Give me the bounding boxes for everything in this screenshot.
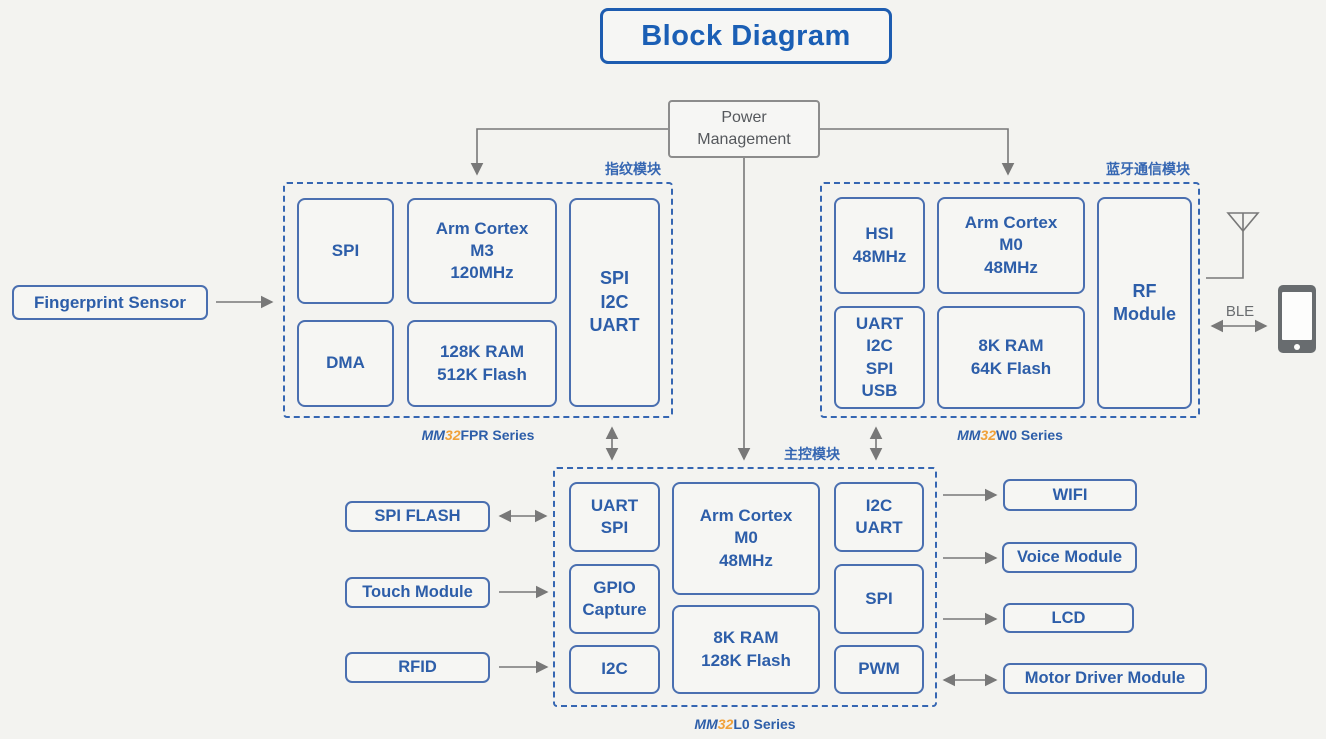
box-l0-memory: 8K RAM 128K Flash: [672, 605, 820, 694]
box-l0-gpio-capture: GPIO Capture: [569, 564, 660, 634]
ble-label: BLE: [1225, 303, 1255, 320]
touch-module-box: Touch Module: [345, 577, 490, 608]
module-tag-bluetooth: 蓝牙通信模块: [1106, 161, 1190, 177]
box-fpr-spi: SPI: [297, 198, 394, 304]
series-label-main-control: MM32L0 Series: [694, 716, 796, 732]
box-w0-hsi: HSI 48MHz: [834, 197, 925, 294]
rfid-box: RFID: [345, 652, 490, 683]
box-fpr-memory: 128K RAM 512K Flash: [407, 320, 557, 407]
module-main-control: 主控模块 UART SPI Arm Cortex M0 48MHz I2C UA…: [553, 446, 937, 732]
power-management-box: Power Management: [668, 100, 820, 158]
series-label-fingerprint: MM32FPR Series: [421, 427, 535, 443]
phone-icon: [1278, 285, 1316, 353]
voice-module-box: Voice Module: [1002, 542, 1137, 573]
box-w0-memory: 8K RAM 64K Flash: [937, 306, 1085, 409]
motor-driver-box: Motor Driver Module: [1003, 663, 1207, 694]
fingerprint-sensor-box: Fingerprint Sensor: [12, 285, 208, 320]
box-l0-spi: SPI: [834, 564, 924, 634]
box-l0-i2c-uart: I2C UART: [834, 482, 924, 552]
title-box: Block Diagram: [600, 8, 892, 64]
series-label-bluetooth: MM32W0 Series: [957, 427, 1063, 443]
lcd-box: LCD: [1003, 603, 1134, 633]
box-w0-cpu: Arm Cortex M0 48MHz: [937, 197, 1085, 294]
wifi-box: WIFI: [1003, 479, 1137, 511]
module-bluetooth: 蓝牙通信模块 HSI 48MHz Arm Cortex M0 48MHz UAR…: [820, 161, 1200, 443]
box-l0-cpu: Arm Cortex M0 48MHz: [672, 482, 820, 595]
module-tag-main-control: 主控模块: [784, 446, 840, 462]
box-fpr-dma: DMA: [297, 320, 394, 407]
box-w0-rf-module: RF Module: [1097, 197, 1192, 409]
phone-screen: [1282, 292, 1312, 340]
box-l0-uart-spi: UART SPI: [569, 482, 660, 552]
connector-power-to-bluetooth: [820, 128, 1015, 176]
module-fingerprint: 指纹模块 SPI Arm Cortex M3 120MHz DMA 128K R…: [283, 161, 673, 443]
phone-home-button: [1294, 344, 1300, 350]
page-title: Block Diagram: [641, 19, 851, 52]
spi-flash-box: SPI FLASH: [345, 501, 490, 532]
box-w0-peripherals: UART I2C SPI USB: [834, 306, 925, 409]
antenna-icon: [1206, 212, 1260, 279]
box-fpr-peripherals: SPI I2C UART: [569, 198, 660, 407]
box-l0-i2c: I2C: [569, 645, 660, 694]
module-tag-fingerprint: 指纹模块: [605, 161, 661, 177]
box-fpr-cpu: Arm Cortex M3 120MHz: [407, 198, 557, 304]
box-l0-pwm: PWM: [834, 645, 924, 694]
